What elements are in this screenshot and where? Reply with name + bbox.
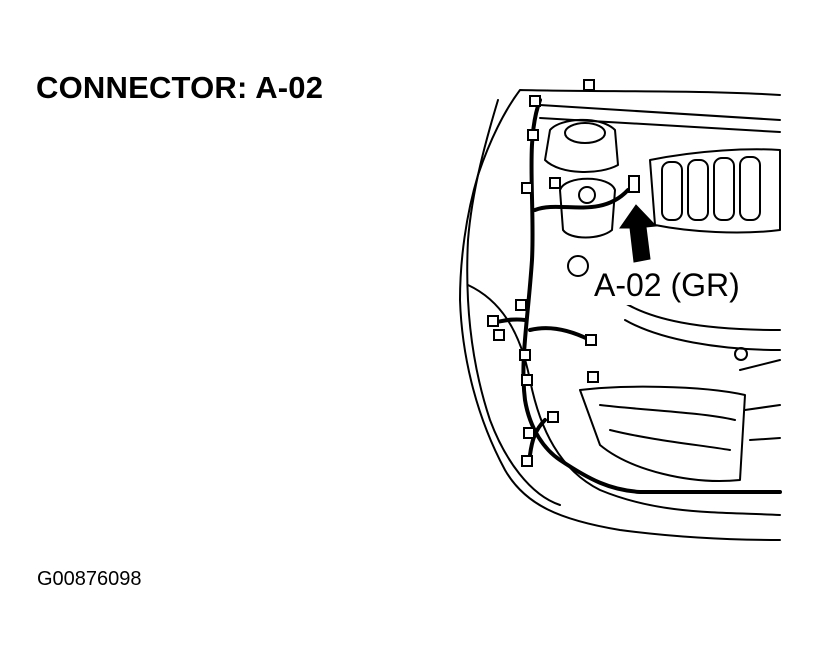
inner-fender-line — [466, 99, 561, 506]
engine-cover-ribs — [661, 156, 761, 221]
coolant-reservoir — [544, 118, 619, 173]
intake-duct — [619, 299, 781, 351]
connector — [527, 129, 539, 141]
lower-body — [739, 359, 781, 441]
page-title: CONNECTOR: A-02 — [36, 70, 324, 105]
connector-a02 — [628, 175, 640, 193]
connector — [487, 315, 499, 327]
strut-tower — [559, 177, 616, 239]
arrow-up-icon — [619, 204, 658, 263]
harness-branch-mid — [528, 326, 592, 342]
strut-bolt — [578, 186, 596, 204]
connector — [493, 329, 505, 341]
connector — [547, 411, 559, 423]
connector-callout-label: A-02 (GR) — [594, 267, 740, 303]
connector — [519, 349, 531, 361]
reservoir-cap — [564, 122, 606, 144]
cowl-bar — [539, 104, 781, 133]
harness-branch-left — [493, 317, 527, 324]
fender-contour — [467, 284, 781, 516]
figure-code: G00876098 — [37, 568, 142, 590]
hood-edge — [459, 89, 781, 541]
connector — [515, 299, 527, 311]
connector — [523, 427, 535, 439]
engine-cover — [649, 148, 781, 234]
harness-branch-upper — [533, 188, 630, 212]
connector — [529, 95, 541, 107]
connector — [521, 374, 533, 386]
battery-tray — [579, 385, 746, 482]
connector — [521, 455, 533, 467]
radiator-support — [599, 404, 736, 451]
sensor — [734, 347, 748, 361]
connector — [521, 182, 533, 194]
connector — [549, 177, 561, 189]
callout-backdrop — [592, 265, 760, 305]
connector — [587, 371, 599, 383]
connector — [585, 334, 597, 346]
strut-mount — [567, 255, 589, 277]
connector — [583, 79, 595, 91]
